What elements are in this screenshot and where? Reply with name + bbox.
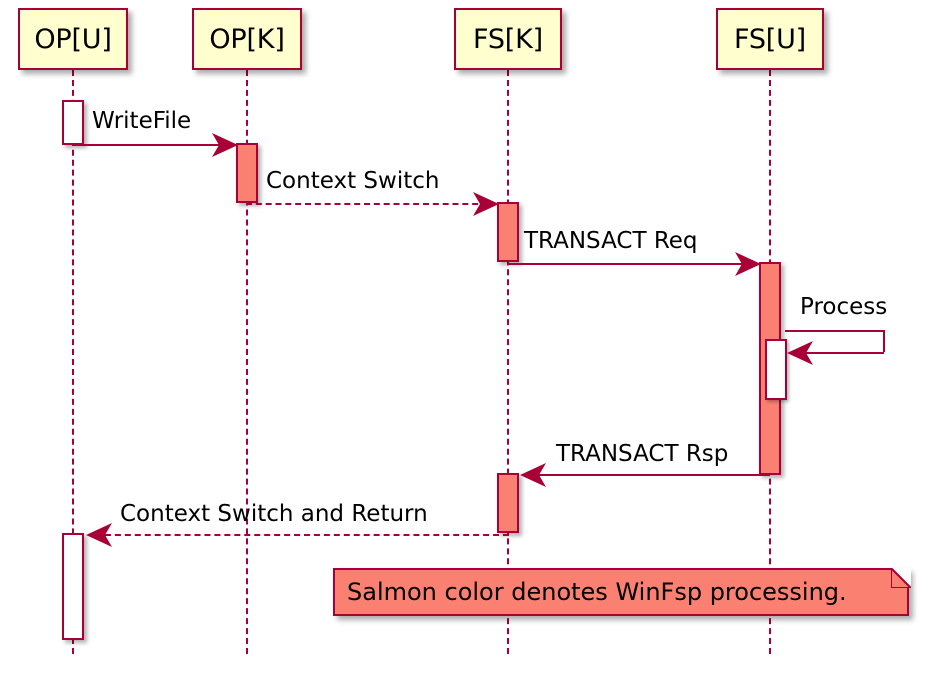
participant-fs-u[interactable]: FS[U] (716, 8, 824, 70)
arrowhead-context-switch-return (86, 523, 112, 547)
lifeline-fs-k (507, 70, 509, 654)
message-line-transact-rsp (528, 474, 770, 476)
participant-fs-k[interactable]: FS[K] (454, 8, 562, 70)
participant-fs-k-label: FS[K] (473, 23, 543, 55)
arrowhead-context-switch (473, 192, 499, 216)
note-salmon-legend: Salmon color denotes WinFsp processing. (333, 568, 909, 616)
lifeline-op-k (246, 70, 248, 654)
message-self-top-process (785, 330, 884, 332)
arrowhead-writefile (212, 133, 238, 157)
activation-op-u-2 (62, 533, 84, 640)
activation-op-k-1 (236, 143, 258, 203)
activation-fs-k-2 (497, 473, 519, 533)
message-label-process: Process (800, 294, 888, 320)
participant-op-u[interactable]: OP[U] (18, 8, 128, 70)
arrowhead-transact-rsp (520, 463, 546, 487)
message-label-context-switch-return: Context Switch and Return (120, 501, 428, 527)
activation-op-u-1 (62, 100, 84, 145)
message-label-writefile: WriteFile (92, 108, 192, 134)
message-label-transact-rsp: TRANSACT Rsp (556, 441, 729, 467)
message-label-transact-req: TRANSACT Req (524, 228, 698, 254)
note-text: Salmon color denotes WinFsp processing. (347, 578, 847, 606)
message-line-writefile (72, 144, 227, 146)
participant-op-k-label: OP[K] (209, 23, 285, 55)
participant-fs-u-label: FS[U] (733, 23, 807, 55)
arrowhead-process (787, 341, 813, 365)
activation-fs-u-nested (765, 339, 787, 400)
arrowhead-transact-req (735, 252, 761, 276)
lifeline-op-u (72, 70, 74, 654)
message-line-context-switch-return (95, 534, 509, 536)
participant-op-u-label: OP[U] (34, 23, 112, 55)
message-line-transact-req (507, 263, 750, 265)
activation-fs-k-1 (497, 202, 519, 262)
message-line-context-switch (246, 203, 488, 205)
participant-op-k[interactable]: OP[K] (192, 8, 302, 70)
message-label-context-switch: Context Switch (266, 168, 440, 194)
message-self-right-process (883, 330, 885, 352)
message-self-bottom-process (805, 352, 884, 354)
